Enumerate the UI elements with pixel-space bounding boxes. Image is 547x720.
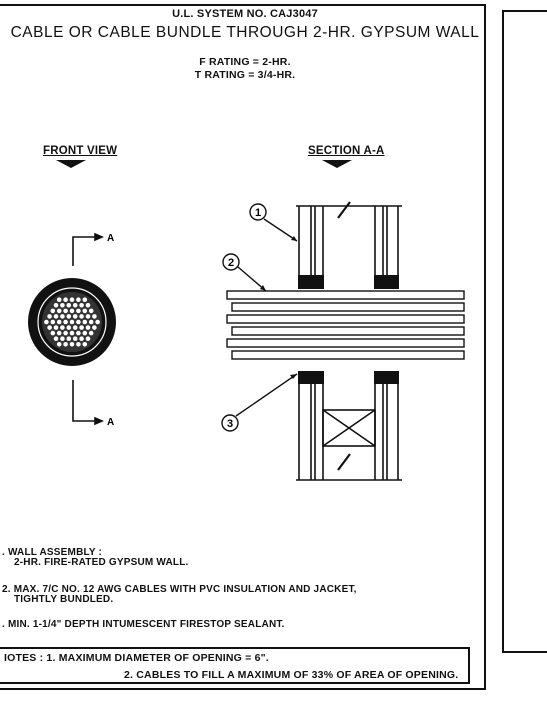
conductor-strand [88, 308, 94, 314]
conductor-strand [50, 319, 56, 325]
section-marker-top: A [107, 233, 114, 244]
conductor-strand [63, 297, 68, 303]
conductor-strand [85, 303, 91, 308]
conductor-strand [60, 325, 65, 330]
conductor-strand [79, 336, 84, 342]
conductor-strand [76, 308, 81, 314]
section-marker-bottom: A [107, 417, 114, 428]
conductor-strand [56, 330, 62, 336]
conductor-strand [82, 330, 88, 336]
conductor-strand [92, 314, 97, 319]
conductor-strand [69, 319, 75, 325]
conductor-strand [66, 303, 72, 308]
conductor-strand [53, 303, 59, 308]
legend-item-1: . WALL ASSEMBLY : [2, 547, 103, 558]
legend-item-3: . MIN. 1-1/4" DEPTH INTUMESCENT FIRESTOP… [2, 619, 285, 630]
conductor-strand [44, 319, 49, 325]
note-1: IOTES : 1. MAXIMUM DIAMETER OF OPENING =… [4, 652, 269, 664]
conductor-strand [56, 342, 62, 347]
conductor-strand [60, 314, 65, 319]
front-view-label: FRONT VIEW [43, 145, 118, 157]
conductor-strand [53, 314, 59, 319]
conductor-strand [63, 330, 68, 336]
conductor-strand [82, 342, 88, 347]
conductor-strand [47, 325, 52, 330]
legend-item-2: 2. MAX. 7/C NO. 12 AWG CABLES WITH PVC I… [2, 584, 357, 595]
conductor-strand [79, 303, 84, 308]
conductor-strand [85, 325, 91, 330]
conductor-strand [72, 314, 78, 319]
drawing-title: CABLE OR CABLE BUNDLE THROUGH 2-HR. GYPS… [10, 24, 480, 41]
note-2: 2. CABLES TO FILL A MAXIMUM OF 33% OF AR… [124, 669, 459, 681]
conductor-strand [82, 319, 88, 325]
section-cut-bottom [72, 380, 105, 426]
legend-item-1-detail: 2-HR. FIRE-RATED GYPSUM WALL. [14, 557, 189, 568]
conductor-strand [66, 336, 72, 342]
conductor-strand [63, 308, 68, 314]
conductor-strand [69, 342, 75, 347]
conductor-strand [66, 314, 72, 319]
conductor-strand [79, 314, 84, 319]
conductor-strand [76, 330, 81, 336]
conductor-strand [56, 297, 62, 303]
conductor-strand [76, 319, 81, 325]
section-view-arrow [322, 160, 352, 168]
conductor-strand [79, 325, 84, 330]
system-number: U.L. SYSTEM NO. CAJ3047 [172, 8, 318, 20]
notes-box [0, 647, 470, 684]
conductor-strand [76, 342, 81, 347]
front-view-arrow [56, 160, 86, 168]
wall-section [296, 201, 402, 481]
conductor-strand [63, 342, 68, 347]
conductor-strand [60, 303, 65, 308]
conductor-strand [85, 336, 91, 342]
conductor-strand [88, 319, 94, 325]
conductor-strand [92, 325, 97, 330]
conductor-strand [50, 308, 56, 314]
conductor-strand [72, 303, 78, 308]
cable-section [226, 290, 465, 360]
svg-text:3: 3 [227, 418, 233, 430]
cable-bundle-front [28, 278, 116, 366]
section-view-label: SECTION A-A [308, 145, 385, 157]
f-rating: F RATING = 2-HR. [199, 56, 291, 68]
callout-1: 1 [249, 203, 298, 242]
conductor-strand [82, 308, 88, 314]
conductor-strand [56, 319, 62, 325]
t-rating: T RATING = 3/4-HR. [194, 69, 296, 81]
conductor-strand [69, 308, 75, 314]
conductor-strand [95, 319, 100, 325]
conductor-strand [72, 336, 78, 342]
conductor-strand [63, 319, 68, 325]
conductor-strand [69, 330, 75, 336]
conductor-strand [85, 314, 91, 319]
conductor-strand [88, 330, 94, 336]
conductor-strand [53, 336, 59, 342]
conductor-strand [76, 297, 81, 303]
svg-text:2: 2 [228, 257, 234, 269]
conductor-strand [47, 314, 52, 319]
conductor-strand [72, 325, 78, 330]
firestop-sealant [298, 275, 399, 384]
callout-2: 2 [222, 253, 267, 292]
legend-item-2-detail: TIGHTLY BUNDLED. [14, 594, 114, 605]
conductor-strand [82, 297, 88, 303]
callout-3: 3 [221, 373, 298, 432]
adjacent-sheet-border [502, 10, 547, 653]
svg-text:1: 1 [255, 207, 261, 219]
conductor-strand [60, 336, 65, 342]
conductor-strand [53, 325, 59, 330]
conductor-strand [56, 308, 62, 314]
drawing-sheet [0, 4, 486, 690]
conductor-strand [69, 297, 75, 303]
conductor-strand [50, 330, 56, 336]
section-cut-top [72, 232, 105, 266]
conductor-strand [66, 325, 72, 330]
